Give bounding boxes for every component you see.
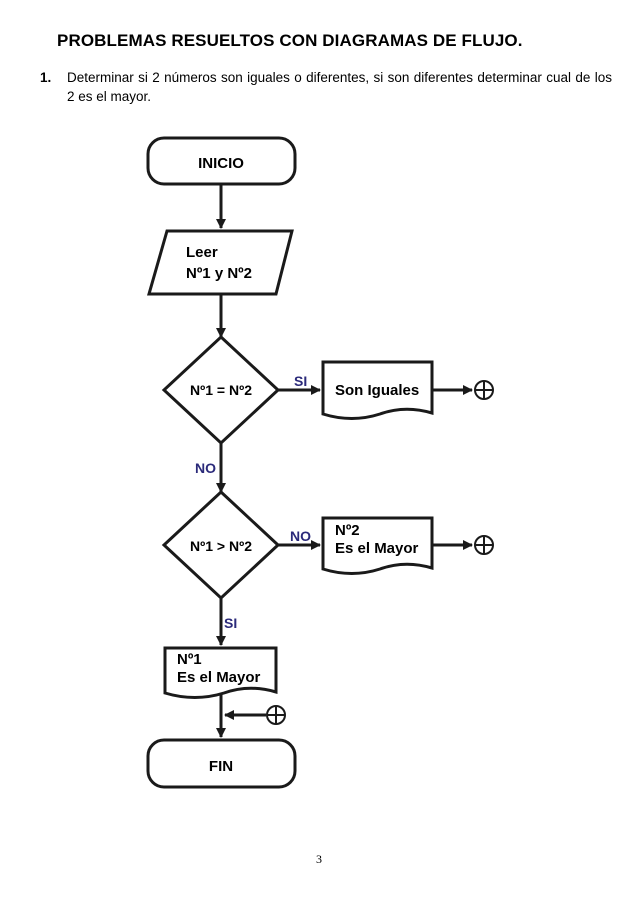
end-terminal	[146, 738, 297, 789]
decision1-no-label: NO	[195, 460, 216, 476]
output-equal-document	[321, 360, 434, 420]
page-title: PROBLEMAS RESUELTOS CON DIAGRAMAS DE FLU…	[57, 31, 523, 50]
problem-number: 1.	[40, 70, 52, 85]
start-terminal	[146, 136, 297, 186]
problem-statement: 1. Determinar si 2 números son iguales o…	[40, 68, 612, 106]
decision1-diamond	[161, 334, 281, 446]
output-equal-label: Son Iguales	[335, 382, 419, 399]
connector-equal-icon	[474, 380, 494, 400]
decision2-yes-label: SI	[224, 615, 237, 631]
decision2-label: Nº1 > Nº2	[190, 538, 252, 554]
input-parallelogram	[147, 229, 294, 296]
end-label: FIN	[209, 758, 233, 775]
output-n1-label-line2: Es el Mayor	[177, 669, 261, 686]
input-label-line1: Leer	[186, 244, 218, 261]
page-number: 3	[316, 852, 322, 866]
problem-text: Determinar si 2 números son iguales o di…	[67, 70, 612, 104]
output-n2-document	[321, 516, 434, 575]
input-label-line2: Nº1 y Nº2	[186, 265, 252, 282]
connector-n2-icon	[474, 535, 494, 555]
decision2-no-label: NO	[290, 528, 311, 544]
output-n2-label-line1: Nº2	[335, 522, 360, 539]
decision2-diamond	[161, 489, 281, 601]
output-n1-document	[163, 646, 278, 699]
output-n2-label-line2: Es el Mayor	[335, 540, 419, 557]
decision1-yes-label: SI	[294, 373, 307, 389]
output-n1-label-line1: Nº1	[177, 651, 202, 668]
start-label: INICIO	[198, 155, 244, 172]
merge-connector-icon	[266, 705, 286, 725]
decision1-label: Nº1 = Nº2	[190, 382, 252, 398]
